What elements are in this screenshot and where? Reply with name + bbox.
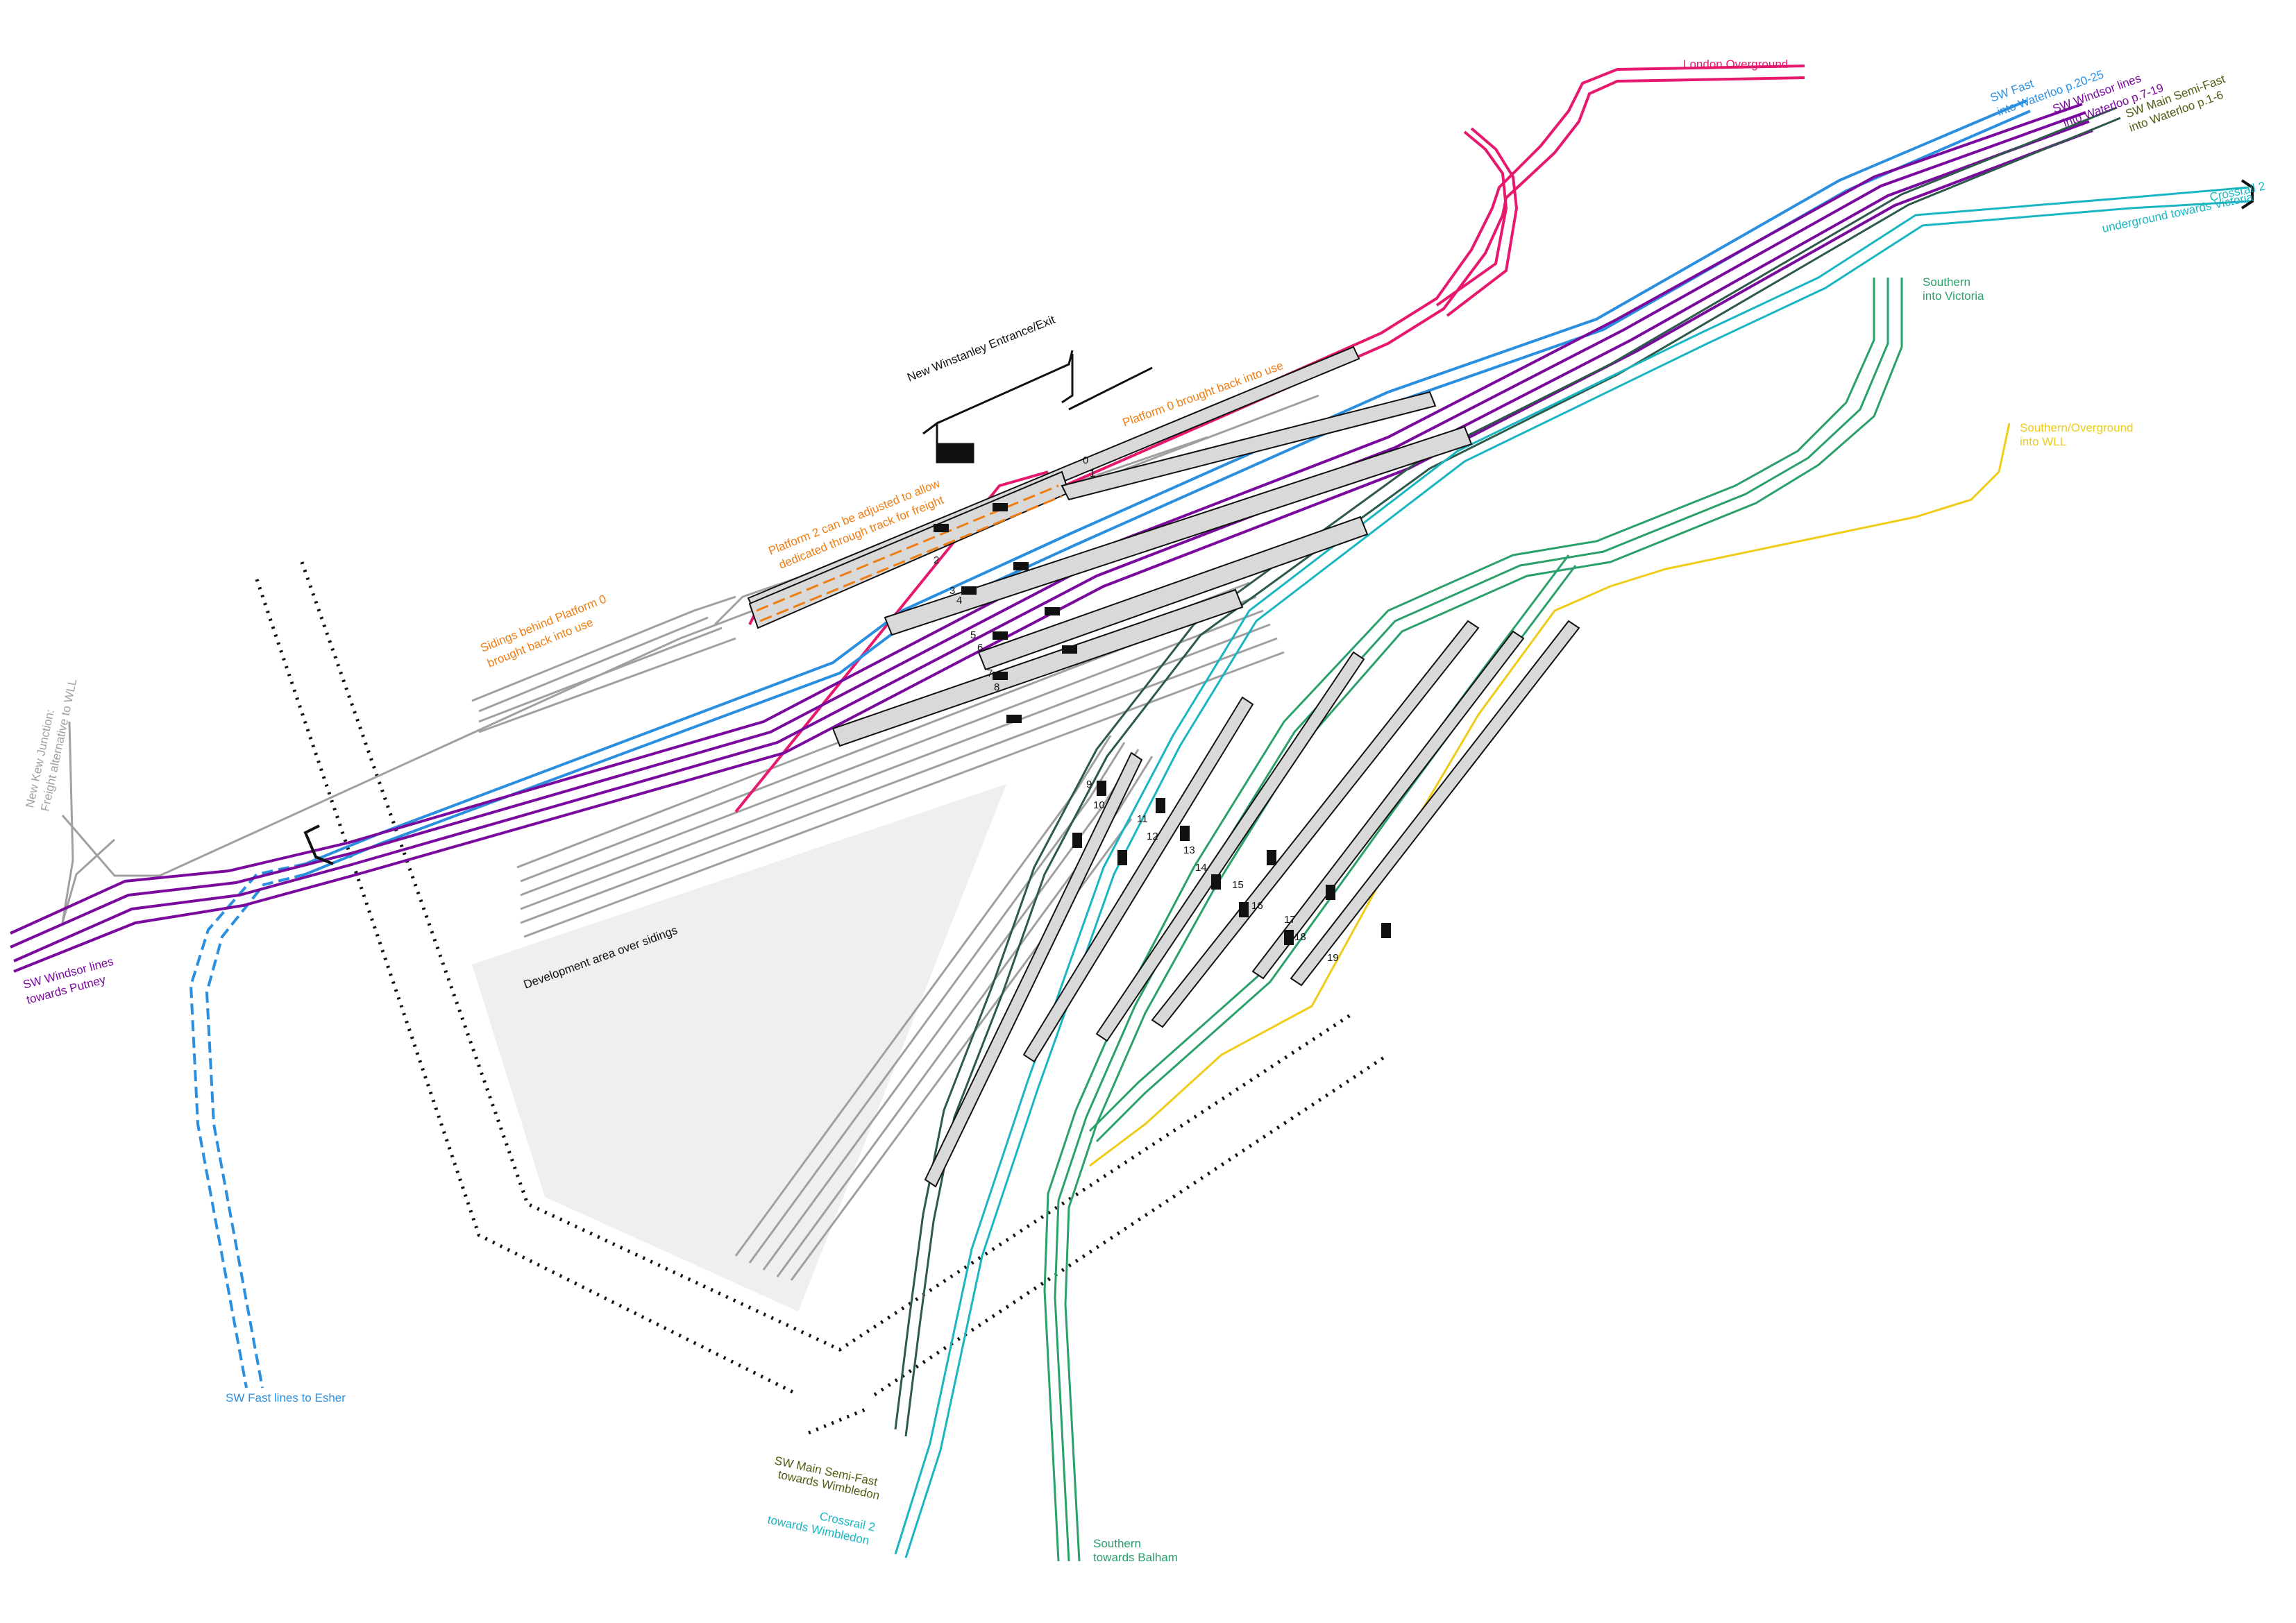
svg-text:6: 6 [977, 642, 983, 654]
platform-13-14 [1095, 651, 1365, 1042]
svg-text:5: 5 [970, 629, 976, 641]
label-southern-victoria-2: into Victoria [1923, 289, 1984, 303]
platform-11-12 [1022, 696, 1254, 1063]
bracket-markers [303, 179, 2254, 865]
platform-17-18 [1251, 630, 1525, 980]
svg-text:14: 14 [1195, 862, 1207, 874]
label-crossrail-up-2: underground towards Victoria [2101, 190, 2254, 235]
svg-text:4: 4 [956, 595, 962, 606]
svg-text:10: 10 [1093, 799, 1105, 811]
label-southern-overground-2: into WLL [2020, 435, 2066, 448]
label-southern-balham-2: towards Balham [1093, 1551, 1178, 1564]
svg-text:1: 1 [1090, 468, 1095, 479]
platform-3-4 [884, 425, 1473, 636]
development-area [472, 784, 1006, 1311]
sw-main-semifast-lines [894, 106, 2121, 1437]
platform-numbers: 0 1 2 3 4 5 6 7 8 9 10 11 12 13 14 15 16… [934, 454, 1339, 964]
svg-text:0: 0 [1083, 454, 1088, 466]
svg-text:13: 13 [1183, 844, 1195, 856]
platform-access-blocks [934, 503, 1391, 945]
platform-5-6 [977, 516, 1369, 671]
label-southern-balham-1: Southern [1093, 1537, 1141, 1550]
platform2-freight-track [756, 484, 1063, 622]
svg-text:3: 3 [949, 585, 955, 597]
boundary-dotted-lines [255, 561, 1390, 1435]
svg-text:16: 16 [1251, 900, 1263, 912]
svg-text:19: 19 [1327, 952, 1339, 964]
label-sw-fast-esher: SW Fast lines to Esher [226, 1391, 346, 1404]
svg-text:11: 11 [1137, 813, 1148, 825]
southern-overground-line [1089, 423, 2011, 1167]
platform-15-16 [1151, 620, 1480, 1028]
svg-text:17: 17 [1284, 914, 1296, 926]
svg-text:18: 18 [1294, 931, 1306, 943]
label-london-overground: London Overground [1683, 58, 1788, 71]
platform-19 [1290, 620, 1580, 987]
platform-9-10 [924, 751, 1143, 1188]
line-labels: London Overground SW Fast into Waterloo … [22, 58, 2266, 1564]
crossrail2-lines [894, 186, 2251, 1558]
svg-text:15: 15 [1232, 879, 1244, 891]
svg-text:2: 2 [934, 554, 939, 566]
label-southern-victoria-1: Southern [1923, 275, 1970, 289]
svg-text:12: 12 [1147, 831, 1158, 842]
platform-long-a [1061, 391, 1437, 501]
svg-text:9: 9 [1086, 779, 1092, 790]
platform-7-8 [832, 588, 1244, 747]
winstanley-entrance [922, 350, 1153, 464]
platforms [747, 346, 1580, 1188]
sw-windsor-lines [10, 103, 2093, 973]
southern-lines [1043, 278, 1903, 1562]
label-winstanley: New Winstanley Entrance/Exit [905, 313, 1056, 384]
svg-text:7: 7 [987, 668, 993, 679]
svg-text:8: 8 [994, 681, 999, 693]
label-southern-overground-1: Southern/Overground [2020, 421, 2134, 434]
